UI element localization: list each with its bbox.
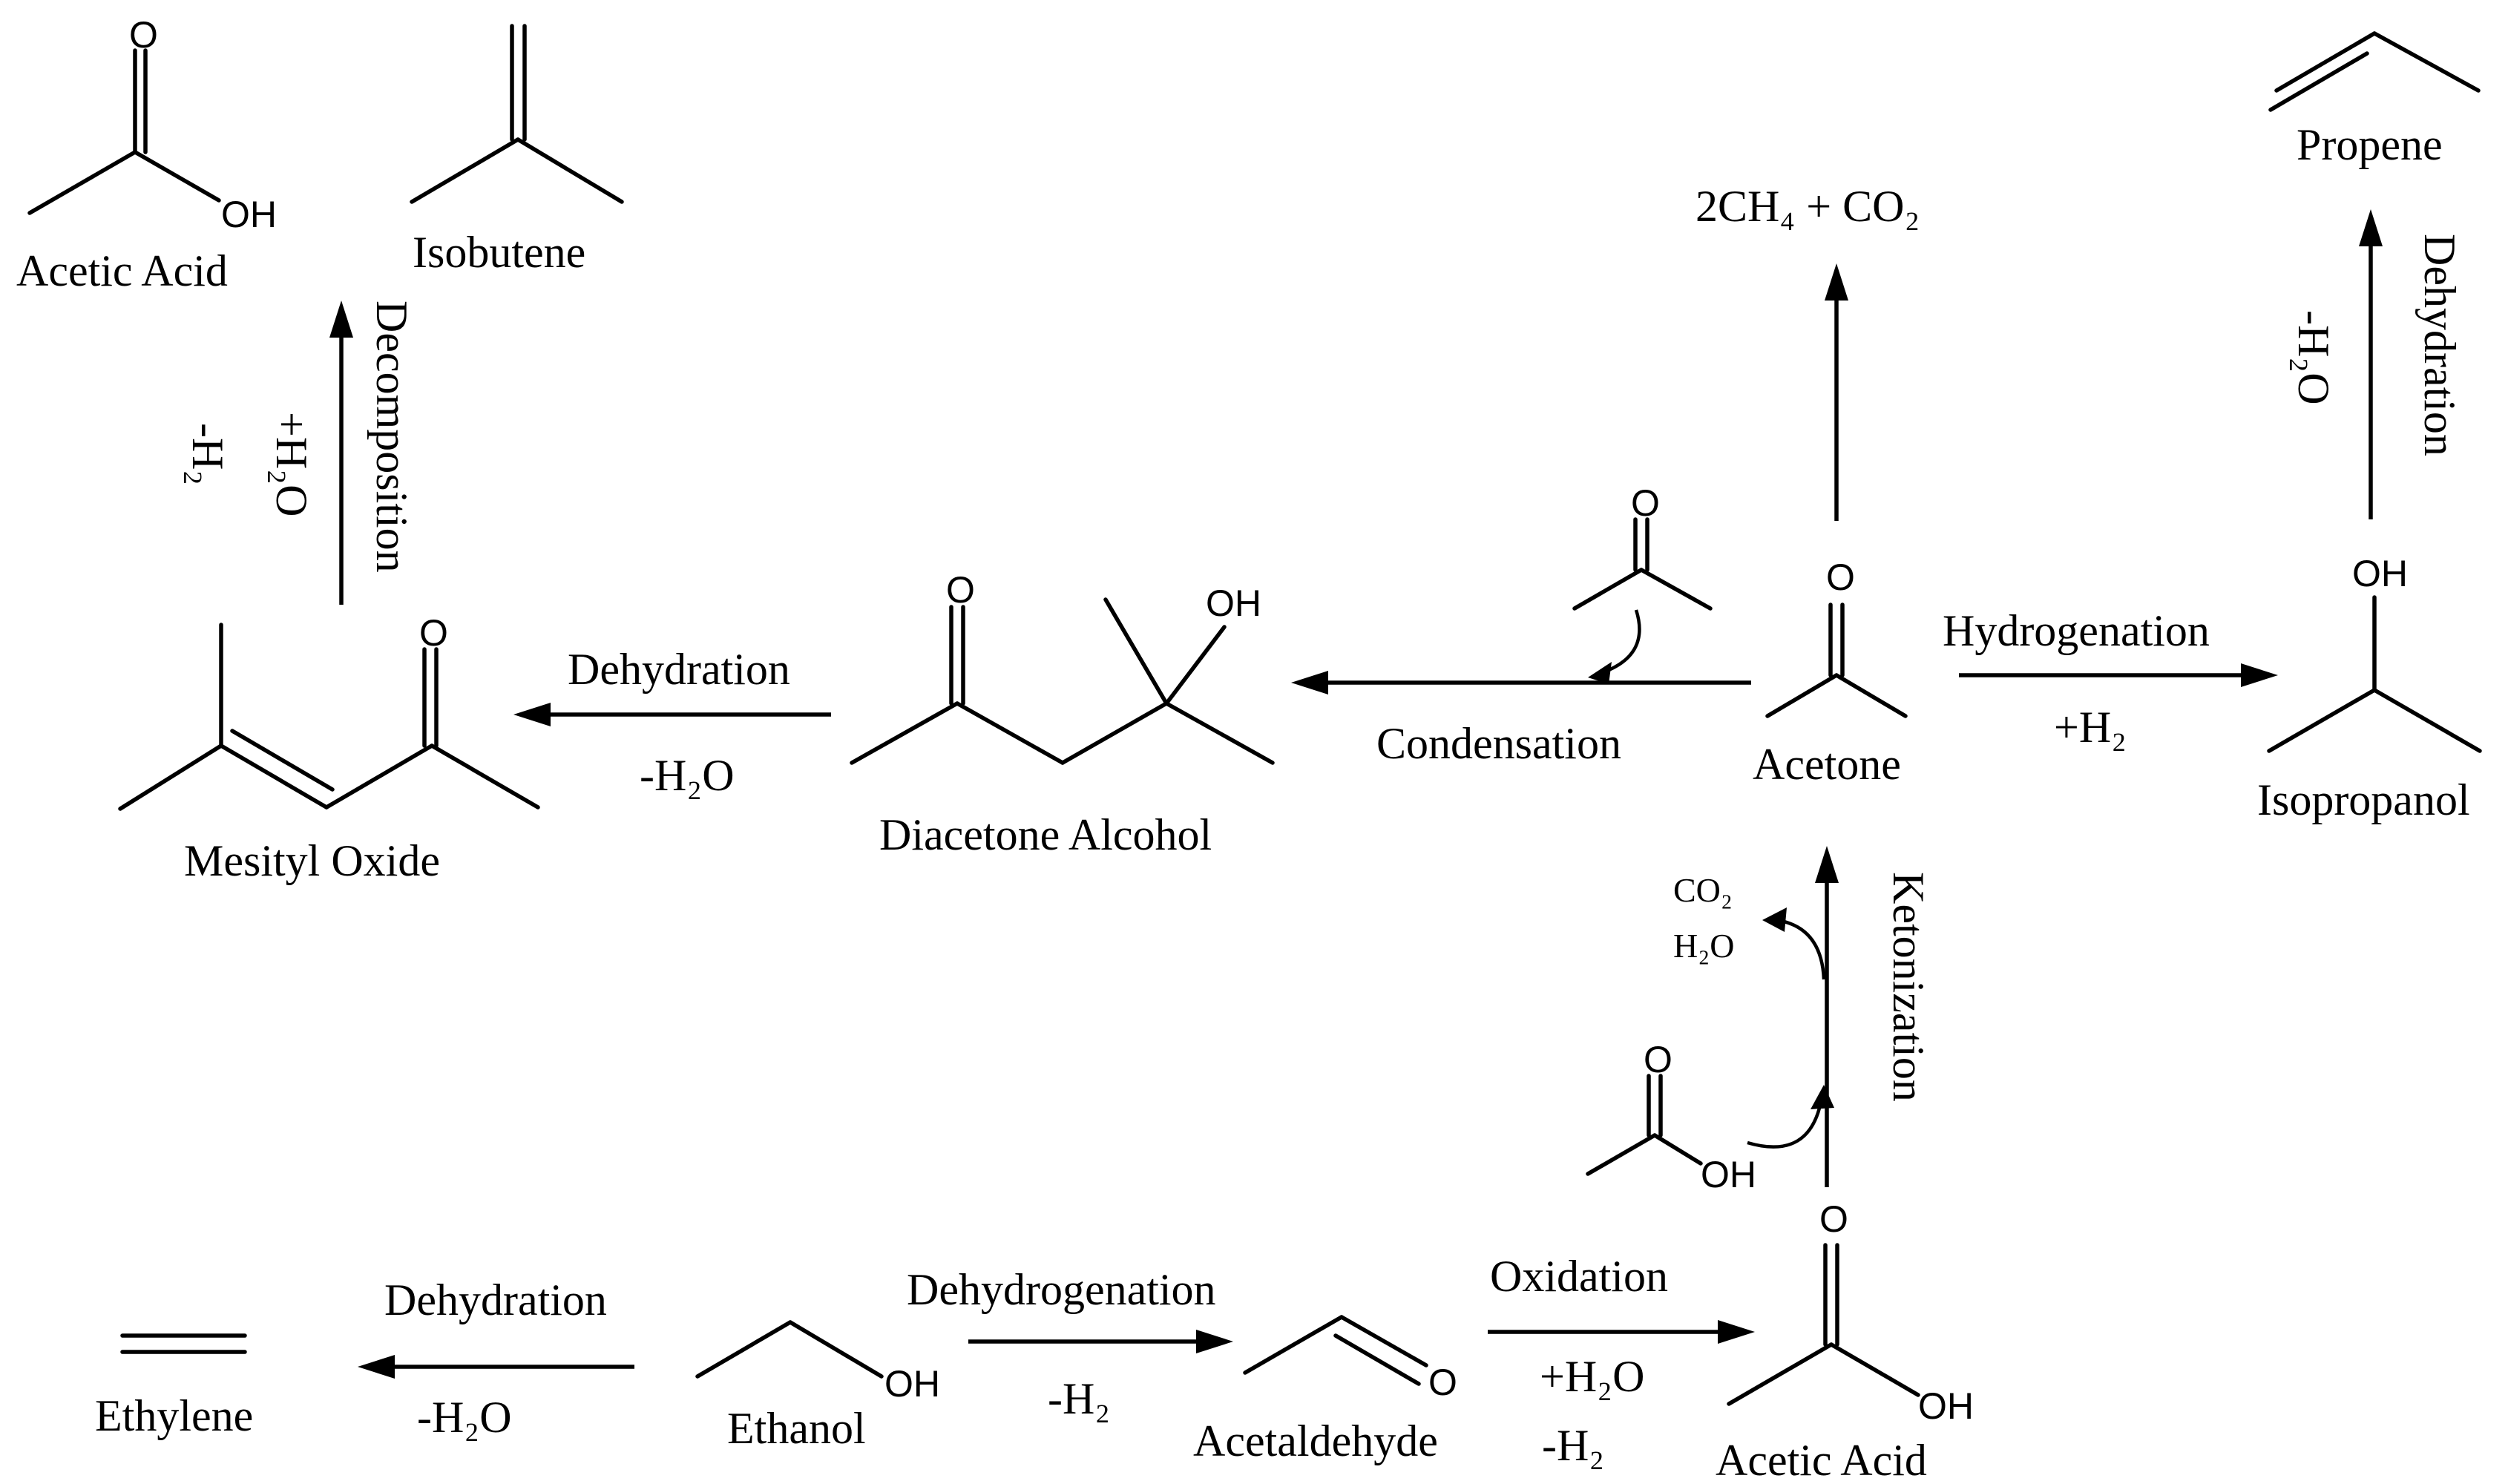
oxidation-cond2: -H₂ bbox=[1542, 1421, 1604, 1470]
oxidation-label: Oxidation bbox=[1490, 1252, 1668, 1301]
decomposition-label: Decomposition bbox=[367, 301, 416, 573]
isobutene-structure bbox=[410, 24, 624, 204]
dehydrogenation-cond: -H₂ bbox=[1048, 1374, 1110, 1423]
dehydrogenation-label: Dehydrogenation bbox=[907, 1265, 1216, 1314]
decarboxylation-arrow bbox=[1825, 263, 1848, 521]
atom-o: O bbox=[129, 14, 158, 56]
acetic-acid-reagent-structure: O OH bbox=[1586, 1039, 1834, 1195]
condensation-arrow bbox=[1291, 671, 1751, 695]
propene-label: Propene bbox=[2297, 120, 2443, 169]
atom-o: O bbox=[1819, 1198, 1848, 1240]
dehydrogenation-arrow bbox=[968, 1330, 1233, 1353]
condensation-label: Condensation bbox=[1376, 719, 1621, 768]
byproduct-h2o: H₂O bbox=[1673, 927, 1734, 965]
diacetone-alcohol-structure: O OH bbox=[850, 569, 1275, 765]
acetaldehyde-label: Acetaldehyde bbox=[1193, 1416, 1438, 1465]
hydrogenation-cond: +H₂ bbox=[2054, 703, 2127, 752]
ethanol-structure: OH bbox=[695, 1320, 940, 1405]
isopropanol-label: Isopropanol bbox=[2257, 775, 2470, 824]
dehydration-propene-arrow bbox=[2359, 209, 2383, 519]
hydrogenation-label: Hydrogenation bbox=[1943, 606, 2210, 655]
acetaldehyde-structure: O bbox=[1243, 1315, 1457, 1403]
dehydration-mesityl-arrow bbox=[513, 703, 831, 726]
atom-o: O bbox=[1644, 1039, 1672, 1080]
isopropanol-structure: OH bbox=[2267, 553, 2482, 753]
decomposition-arrow bbox=[329, 301, 353, 605]
ketonization-arrow bbox=[1815, 846, 1839, 1187]
atom-oh: OH bbox=[884, 1363, 940, 1405]
dehydration-ethylene-arrow bbox=[358, 1355, 634, 1379]
acetic-acid-bottom-label: Acetic Acid bbox=[1716, 1436, 1927, 1484]
decomposition-cond1: +H₂O bbox=[267, 412, 316, 516]
atom-oh: OH bbox=[221, 194, 277, 235]
mesityl-oxide-structure: O bbox=[118, 612, 540, 811]
diacetone-alcohol-label: Diacetone Alcohol bbox=[879, 810, 1212, 859]
propene-structure bbox=[2268, 31, 2481, 112]
hydrogenation-arrow bbox=[1959, 663, 2278, 687]
isobutene-label: Isobutene bbox=[413, 228, 585, 277]
atom-oh: OH bbox=[2352, 553, 2408, 594]
acetone-label: Acetone bbox=[1753, 740, 1901, 789]
dehydration-propene-label: Dehydration bbox=[2415, 234, 2464, 456]
dehydration-propene-cond: -H₂O bbox=[2289, 310, 2338, 405]
acetone-structure: O bbox=[1765, 556, 1908, 718]
acetic-acid-top-label: Acetic Acid bbox=[16, 246, 228, 295]
acetic-acid-bottom-structure: O OH bbox=[1727, 1198, 1974, 1427]
byproduct-release-arrow bbox=[1762, 907, 1826, 980]
ketonization-label: Ketonization bbox=[1884, 872, 1933, 1102]
dehydration-mesityl-cond: -H₂O bbox=[640, 751, 735, 800]
oxidation-cond1: +H₂O bbox=[1540, 1352, 1644, 1401]
atom-oh: OH bbox=[1206, 582, 1261, 624]
atom-oh: OH bbox=[1701, 1154, 1756, 1195]
acetic-acid-top-structure: O OH bbox=[27, 14, 277, 235]
acetone-reagent-structure: O bbox=[1572, 482, 1713, 684]
atom-o: O bbox=[419, 612, 448, 654]
atom-o: O bbox=[946, 569, 975, 611]
ethylene-label: Ethylene bbox=[95, 1391, 253, 1440]
mesityl-oxide-label: Mesityl Oxide bbox=[184, 836, 440, 885]
oxidation-arrow bbox=[1488, 1320, 1755, 1344]
dehydration-ethylene-cond: -H₂O bbox=[417, 1393, 512, 1442]
atom-oh: OH bbox=[1918, 1385, 1974, 1427]
methane-co2-label: 2CH₄ + CO₂ bbox=[1695, 182, 1920, 231]
ethanol-label: Ethanol bbox=[727, 1404, 866, 1453]
atom-o: O bbox=[1428, 1362, 1457, 1403]
atom-o: O bbox=[1631, 482, 1660, 524]
byproduct-co2: CO₂ bbox=[1673, 871, 1733, 909]
atom-o: O bbox=[1826, 556, 1855, 598]
dehydration-ethylene-label: Dehydration bbox=[384, 1275, 607, 1324]
ethylene-structure bbox=[120, 1333, 247, 1354]
decomposition-cond2: -H₂ bbox=[183, 423, 232, 485]
dehydration-mesityl-label: Dehydration bbox=[568, 645, 790, 694]
